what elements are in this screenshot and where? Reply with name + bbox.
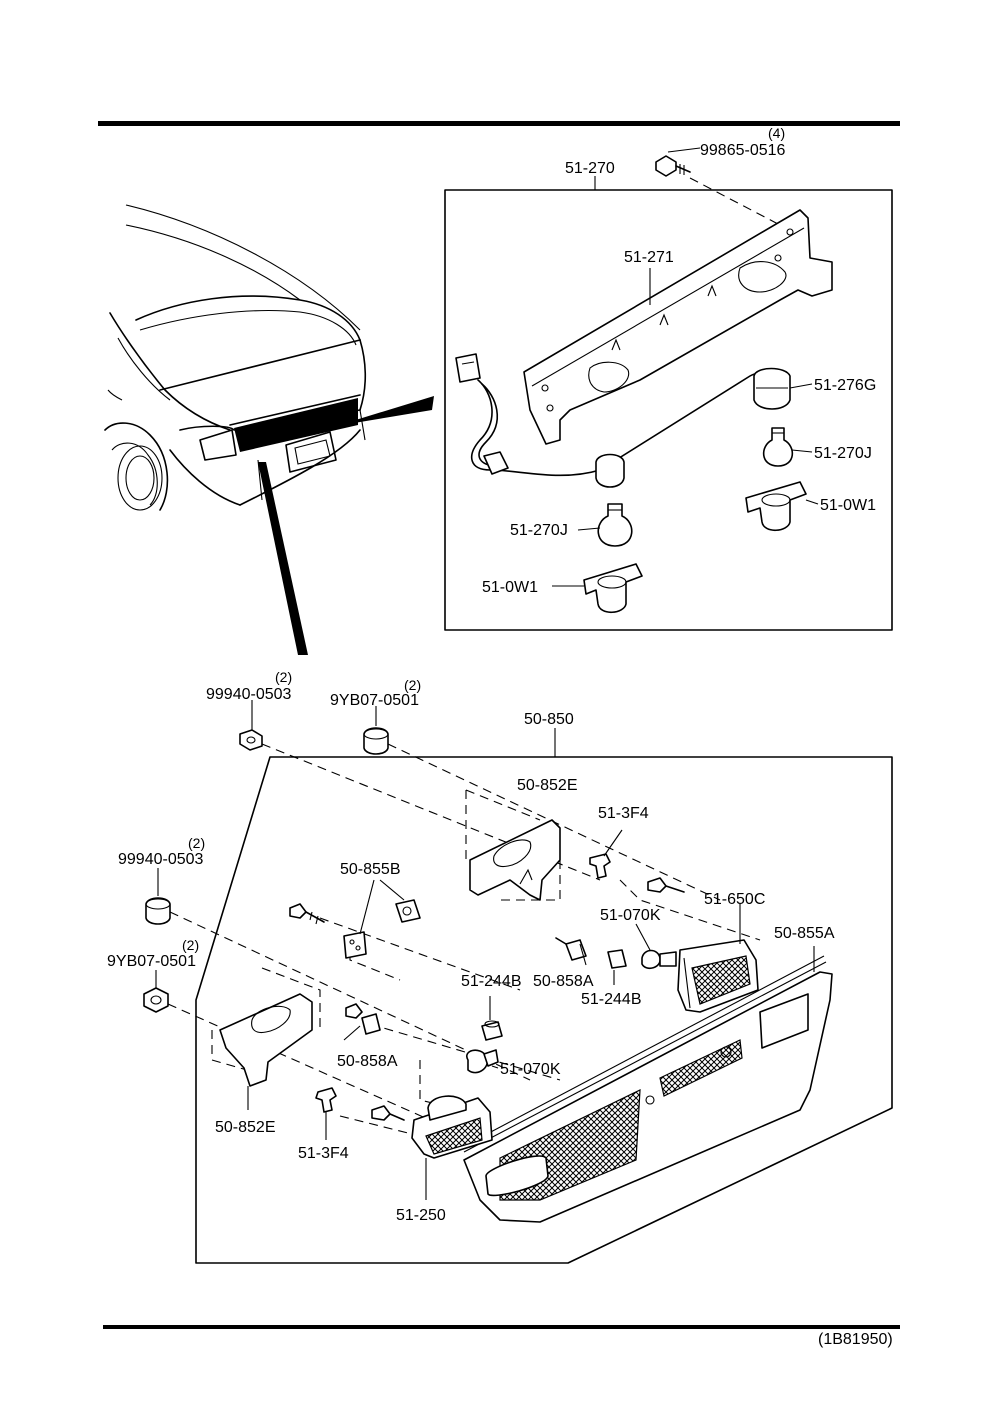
screw-icon-socket: [555, 937, 587, 961]
label-bracket-lower: 50-852E: [215, 1119, 276, 1136]
label-nut-left-a: 99940-0503: [118, 851, 204, 868]
clip-icon-upper: [589, 853, 611, 879]
label-lamp-right: 51-650C: [704, 891, 765, 908]
rear-lamp-right: [677, 939, 759, 1013]
label-nut-top-a: 99940-0503: [206, 686, 292, 703]
bulb-icon-right: [762, 427, 794, 467]
nut-icon-top-a: [239, 729, 263, 751]
label-bulb-lower: 51-070K: [500, 1061, 561, 1078]
nut-icon-left-b: [143, 987, 169, 1013]
socket-icon-b: [607, 949, 627, 969]
nut-icon-left-a: [145, 897, 171, 925]
label-clip-lower: 51-3F4: [298, 1145, 349, 1162]
upper-assembly-frame: [444, 189, 893, 631]
label-nut-left-a-qty: (2): [188, 835, 205, 851]
wiring-harness: [455, 353, 791, 488]
nut-icon-top-b: [363, 727, 389, 755]
screw-icon-right: [647, 877, 685, 893]
socket-icon-left: [583, 563, 643, 614]
socket-icon-right: [745, 481, 807, 532]
screw-icon-lower: [371, 1105, 405, 1121]
socket-icon-a: [481, 1020, 503, 1041]
label-nut-left-b-qty: (2): [182, 937, 199, 953]
label-socket-harness: 51-276G: [814, 377, 876, 394]
bulb-icon-left: [597, 503, 633, 547]
label-screw-b: 50-858A: [337, 1053, 398, 1070]
rear-lamp-left: [411, 1095, 493, 1159]
label-lamp-left: 51-250: [396, 1207, 446, 1224]
screw-icon-mid: [345, 1003, 381, 1035]
bracket-lower: [219, 993, 313, 1087]
label-clip-upper: 51-3F4: [598, 805, 649, 822]
highlighted-rear-garnish: [234, 398, 358, 452]
figure-code: (1B81950): [818, 1331, 893, 1348]
label-assembly-51-270: 51-270: [565, 160, 615, 177]
bottom-rule: [103, 1325, 900, 1329]
bulb-icon-upper: [641, 949, 677, 970]
label-nut-top-a-qty: (2): [275, 669, 292, 685]
label-screw: 99865-0516: [700, 142, 786, 159]
screw-icon: [655, 155, 691, 177]
label-bulb-left: 51-270J: [510, 522, 568, 539]
label-socket-b: 51-244B: [581, 991, 642, 1008]
label-bracket: 51-271: [624, 249, 674, 266]
screw-icon-left: [289, 903, 325, 925]
label-assembly-50-850: 50-850: [524, 711, 574, 728]
top-rule: [98, 121, 900, 126]
bulb-icon-lower: [466, 1049, 499, 1074]
upper-assembly: 51-270 (4) 99865-0516 51-271 51-276G 51-…: [444, 125, 893, 631]
callout-wedge-upper: [336, 396, 434, 426]
label-bulb-right: 51-270J: [814, 445, 872, 462]
label-retainer: 50-855B: [340, 861, 401, 878]
label-screw-a: 50-858A: [533, 973, 594, 990]
label-bulb-upper: 51-070K: [600, 907, 661, 924]
label-nut-top-b: 9YB07-0501: [330, 692, 419, 709]
bracket-upper: [469, 819, 561, 901]
callout-wedge-lower: [258, 462, 308, 655]
rear-garnish-panel: [463, 946, 833, 1223]
mounting-bracket: [523, 209, 833, 445]
clip-icon-lower: [315, 1087, 337, 1113]
label-socket-a: 51-244B: [461, 973, 522, 990]
label-nut-left-b: 9YB07-0501: [107, 953, 196, 970]
car-rear-view-illustration: [104, 204, 434, 655]
label-garnish: 50-855A: [774, 925, 835, 942]
label-bracket-upper: 50-852E: [517, 777, 578, 794]
label-screw-qty: (4): [768, 125, 785, 141]
label-socket-left: 51-0W1: [482, 579, 538, 596]
label-socket-right: 51-0W1: [820, 497, 876, 514]
lower-assembly: 50-850 (2) 99940-0503 (2) 9YB07-0501 (2)…: [107, 669, 893, 1264]
retainer-icon: [343, 899, 421, 959]
lower-assembly-frame: [195, 756, 893, 1264]
label-nut-top-b-qty: (2): [404, 677, 421, 693]
